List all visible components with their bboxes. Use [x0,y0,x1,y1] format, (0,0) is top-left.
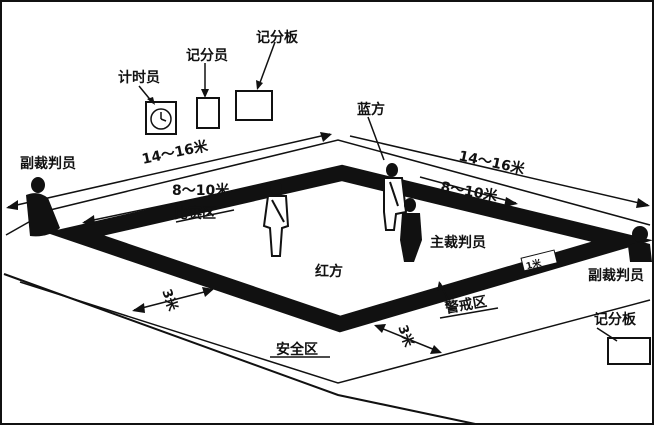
outer-dimension-left-line [7,133,331,208]
three-m-left-line [133,289,213,311]
scorer-sheet-icon [196,97,220,129]
competition-area-underline [175,209,235,223]
red-side-label: 红方 [315,263,343,280]
scoreboard-leader [257,41,276,89]
clock-hand-hour [160,118,167,122]
three-m-left-arrowhead-a [132,303,145,313]
outer-left-arrowhead-a [6,200,18,210]
inner-left-arrowhead [82,215,95,225]
inner-right-arrowhead [504,197,518,207]
timekeeper-leader-arrow [147,97,155,105]
main-judge-label: 主裁判员 [430,234,486,251]
safety-zone-back-edge [49,139,651,226]
clock-face [150,108,172,130]
scorer-label: 记分员 [186,48,228,64]
assistant-judge-left-figure [26,177,60,237]
outer-dimension-right-line [349,135,649,206]
outer-right-arrowhead [636,198,650,208]
warning-area-underline [439,307,499,319]
inner-dimension-right-line [419,176,517,204]
scoreboard-right-leader [596,327,618,342]
three-m-right-arrowhead-b [430,345,442,354]
blue-side-label: 蓝方 [357,101,385,118]
scoreboard-right-label: 记分板 [594,311,637,328]
assistant-judge-right-label: 副裁判员 [588,267,644,284]
competition-area-label: 比赛区 [174,205,216,222]
timekeeper-label: 计时员 [118,69,160,86]
scoreboard-right-icon [607,337,651,365]
three-m-left-arrowhead-b [202,287,214,297]
warning-band [45,164,653,333]
warning-area-leader-arrow [437,281,444,291]
scoreboard-icon [235,90,273,121]
inner-size-left-label: 8～10米 [172,182,230,199]
inner-dimension-left-line [83,182,271,223]
blue-side-leader [367,116,385,161]
main-judge-figure [400,198,422,262]
safety-area-label: 安全区 [276,341,318,358]
line-mark-label: 1米 [525,257,544,273]
three-m-right-arrowhead-a [374,324,386,333]
three-m-right-label: 3米 [394,323,417,350]
outer-size-right-label: 14～16米 [457,147,527,178]
assistant-judge-right-figure [628,226,652,262]
safety-zone-front-edge [19,281,651,384]
line-mark-box [520,249,558,272]
scorer-leader-arrow [201,89,209,98]
outer-left-arrowhead-b [320,132,332,142]
blue-wrestler-figure [383,163,408,231]
red-wrestler-figure [262,181,290,257]
assistant-judge-left-label: 副裁判员 [20,155,76,172]
scoreboard-label: 记分板 [256,29,299,46]
floor-front-edge [3,273,481,425]
three-m-right-line [375,325,441,353]
three-m-left-label: 3米 [158,287,181,314]
scoreboard-leader-arrow [256,80,263,90]
